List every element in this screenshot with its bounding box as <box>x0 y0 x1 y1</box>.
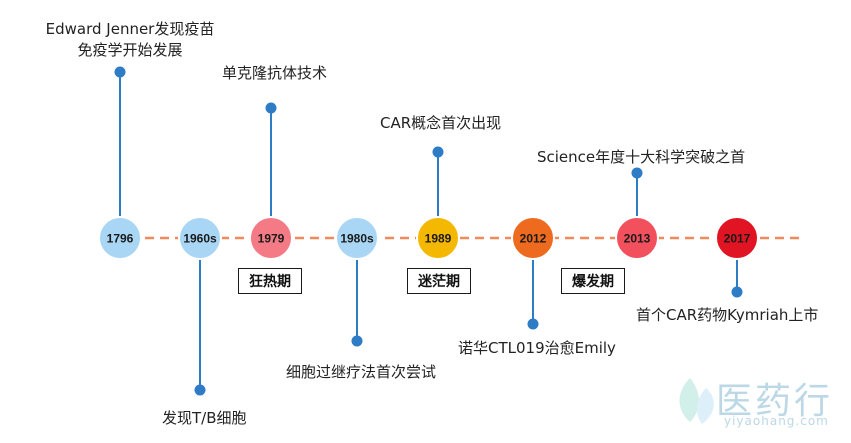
period-confusion-box: 迷茫期 <box>407 268 471 294</box>
year-node-1796 <box>98 216 142 260</box>
marker-dot-1980s <box>351 335 363 347</box>
period-frenzy-box: 狂热期 <box>238 268 302 294</box>
year-label-1989: 1989 <box>425 232 452 246</box>
year-label-1796: 1796 <box>107 232 134 246</box>
year-label-2013: 2013 <box>624 232 651 246</box>
event-adoptive-therapy: 细胞过继疗法首次尝试 <box>286 363 437 381</box>
marker-dot-2013 <box>631 167 643 179</box>
watermark-logo-icon <box>679 378 714 424</box>
event-jenner-line1: Edward Jenner发现疫苗 <box>45 20 215 38</box>
event-monoclonal-antibody: 单克隆抗体技术 <box>222 64 328 82</box>
event-novartis-ctl019: 诺华CTL019治愈Emily <box>458 339 616 357</box>
year-label-2017: 2017 <box>724 232 751 246</box>
event-car-concept: CAR概念首次出现 <box>380 114 502 132</box>
marker-dot-1960s <box>194 384 206 396</box>
event-connectors <box>114 66 743 396</box>
year-label-2012: 2012 <box>520 232 547 246</box>
marker-dot-2012 <box>527 318 539 330</box>
year-node-1979 <box>249 216 293 260</box>
marker-dot-2017 <box>731 286 743 298</box>
event-jenner: Edward Jenner发现疫苗 免疫学开始发展 <box>45 18 215 60</box>
marker-dot-1796 <box>114 66 126 78</box>
event-kymriah: 首个CAR药物Kymriah上市 <box>636 306 819 324</box>
year-node-1960s <box>178 216 222 260</box>
marker-dot-1979 <box>265 102 277 114</box>
year-labels: 1796 1960s 1979 1980s 1989 2012 2013 201… <box>107 232 751 246</box>
year-nodes <box>98 216 759 260</box>
period-explosion-box: 爆发期 <box>561 268 625 294</box>
year-node-2013 <box>615 216 659 260</box>
year-label-1979: 1979 <box>258 232 285 246</box>
year-node-1989 <box>416 216 460 260</box>
year-node-2012 <box>511 216 555 260</box>
event-science-breakthrough: Science年度十大科学突破之首 <box>537 148 746 166</box>
year-label-1960s: 1960s <box>183 232 217 246</box>
year-node-2017 <box>715 216 759 260</box>
event-tb-cells: 发现T/B细胞 <box>162 409 247 427</box>
watermark-url: yiyaohang.com <box>724 414 829 428</box>
event-jenner-line2: 免疫学开始发展 <box>77 41 183 59</box>
year-node-1980s <box>335 216 379 260</box>
watermark-name: 医药行 <box>716 381 834 422</box>
marker-dot-1989 <box>432 146 444 158</box>
year-label-1980s: 1980s <box>340 232 374 246</box>
